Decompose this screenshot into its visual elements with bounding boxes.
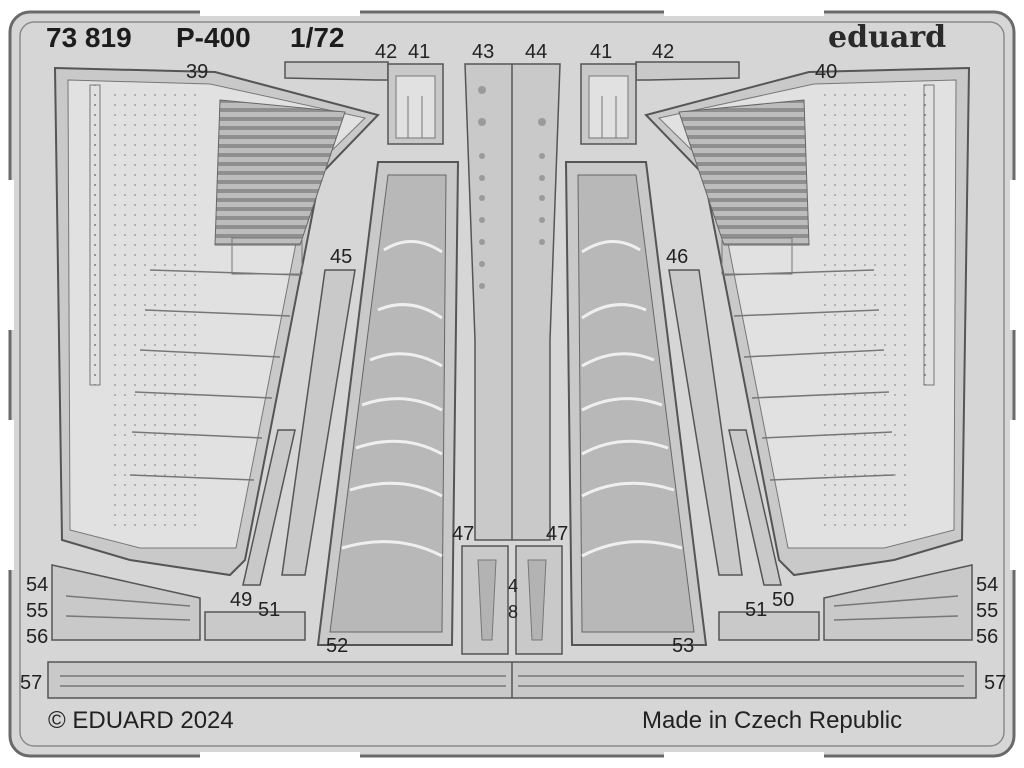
part-label: 42 xyxy=(375,41,398,63)
part-label: 41 xyxy=(408,41,431,63)
part-label: 8 xyxy=(508,602,519,622)
part-label: 55 xyxy=(26,600,49,622)
parts-54-56-left xyxy=(51,564,201,641)
parts-54-56-right xyxy=(823,564,973,641)
part-46 xyxy=(668,269,743,576)
part-57-strips xyxy=(47,661,977,699)
product-code: 73 819 xyxy=(46,22,132,53)
part-label: 42 xyxy=(652,41,675,63)
part-label: 55 xyxy=(976,600,999,622)
part-label: 39 xyxy=(186,61,209,83)
scale-label: 1/72 xyxy=(290,22,345,53)
part-label: 52 xyxy=(326,635,349,657)
part-label: 4 xyxy=(508,576,519,596)
part-label: 54 xyxy=(976,574,999,596)
part-label: 47 xyxy=(546,523,569,545)
origin-notice: Made in Czech Republic xyxy=(642,707,903,734)
part-40 xyxy=(644,66,971,577)
parts-41-42-left xyxy=(284,61,444,145)
part-51-right xyxy=(718,611,820,641)
part-label: 46 xyxy=(666,246,689,268)
part-label: 50 xyxy=(772,589,795,611)
part-51-left xyxy=(204,611,306,641)
part-50 xyxy=(728,429,782,586)
eduard-logo: eduard xyxy=(828,20,947,55)
part-label: 53 xyxy=(672,635,695,657)
part-label: 56 xyxy=(976,626,999,648)
part-label: 47 xyxy=(452,523,475,545)
part-label: 57 xyxy=(20,672,43,694)
part-label: 41 xyxy=(590,41,613,63)
part-39 xyxy=(53,66,380,577)
model-name: P-400 xyxy=(176,22,251,53)
part-label: 49 xyxy=(230,589,253,611)
parts-43-44 xyxy=(464,63,561,541)
part-label: 43 xyxy=(472,41,495,63)
part-49 xyxy=(242,429,296,586)
part-52 xyxy=(316,161,460,646)
copyright-notice: © EDUARD 2024 xyxy=(48,707,234,734)
part-45 xyxy=(281,269,356,576)
part-label: 40 xyxy=(815,61,838,83)
part-label: 51 xyxy=(258,599,281,621)
part-53 xyxy=(564,161,708,646)
part-label: 56 xyxy=(26,626,49,648)
part-label: 44 xyxy=(525,41,548,63)
part-label: 57 xyxy=(984,672,1007,694)
part-label: 51 xyxy=(745,599,768,621)
parts-41-42-right xyxy=(580,61,740,145)
part-label: 45 xyxy=(330,246,353,268)
part-label: 54 xyxy=(26,574,49,596)
